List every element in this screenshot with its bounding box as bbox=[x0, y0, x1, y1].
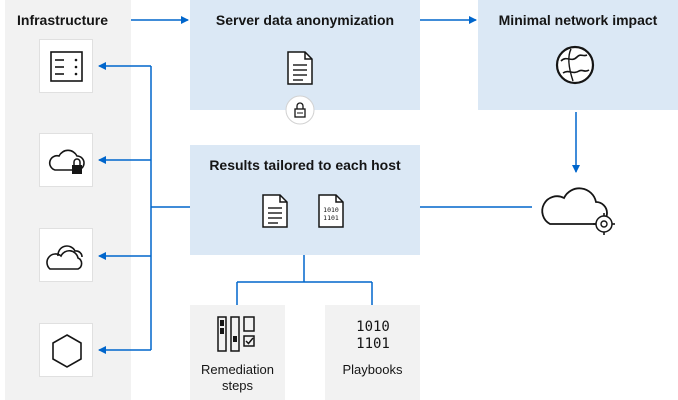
playbooks-panel bbox=[325, 305, 420, 400]
infrastructure-title: Infrastructure bbox=[17, 12, 109, 28]
cloud-lock-tile bbox=[39, 133, 93, 187]
hexagon-icon bbox=[52, 334, 82, 368]
remediation-panel bbox=[190, 305, 285, 400]
multi-cloud-icon bbox=[46, 245, 83, 270]
lock-badge bbox=[285, 95, 315, 125]
cloud-gear-icon bbox=[540, 178, 618, 236]
svg-text:1010: 1010 bbox=[323, 206, 339, 214]
anonymization-title: Server data anonymization bbox=[215, 12, 395, 28]
globe-icon bbox=[553, 43, 597, 87]
hexagon-tile bbox=[39, 323, 93, 377]
remediation-label: Remediation steps bbox=[190, 362, 285, 394]
results-panel bbox=[190, 145, 420, 255]
multi-cloud-tile bbox=[39, 228, 93, 282]
svg-text:1101: 1101 bbox=[356, 336, 390, 352]
binary-icon: 1010 1101 bbox=[350, 318, 396, 352]
cloud-lock-icon bbox=[48, 149, 85, 174]
results-document-icon bbox=[260, 193, 290, 229]
results-title: Results tailored to each host bbox=[209, 157, 401, 173]
remediation-label-line1: Remediation bbox=[201, 362, 274, 377]
lock-icon bbox=[285, 95, 315, 125]
server-rack-tile bbox=[39, 39, 93, 93]
network-title: Minimal network impact bbox=[498, 12, 658, 28]
checklist-icon bbox=[215, 314, 259, 354]
server-rack-icon bbox=[50, 51, 83, 82]
binary-file-icon: 1010 1101 bbox=[316, 193, 346, 229]
document-icon bbox=[285, 50, 315, 86]
svg-text:1010: 1010 bbox=[356, 319, 390, 335]
svg-text:1101: 1101 bbox=[323, 214, 339, 222]
remediation-label-line2: steps bbox=[221, 378, 254, 393]
playbooks-label: Playbooks bbox=[342, 362, 403, 377]
